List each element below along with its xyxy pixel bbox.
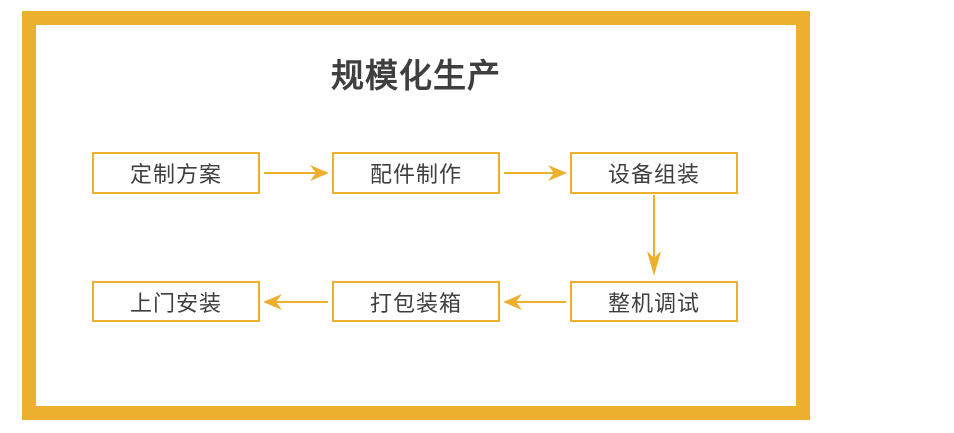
flow-node-step-2[interactable]: 配件制作 xyxy=(332,152,500,194)
flow-node-step-1[interactable]: 定制方案 xyxy=(92,152,260,194)
flow-node-step-3[interactable]: 设备组装 xyxy=(570,152,738,194)
arrow-right-icon-step2-step3 xyxy=(504,165,567,181)
arrow-left-icon-step4-step5 xyxy=(503,294,566,310)
page-title: 规模化生产 xyxy=(331,57,501,94)
arrow-down-icon-step3-step4 xyxy=(647,195,661,276)
flow-node-step-5[interactable]: 打包装箱 xyxy=(332,281,500,322)
flow-node-step-4[interactable]: 整机调试 xyxy=(570,281,738,322)
flow-node-step-6[interactable]: 上门安装 xyxy=(92,281,260,322)
arrow-right-icon-step1-step2 xyxy=(264,165,329,181)
arrow-left-icon-step5-step6 xyxy=(263,294,328,310)
decorative-gold-frame xyxy=(22,11,810,420)
